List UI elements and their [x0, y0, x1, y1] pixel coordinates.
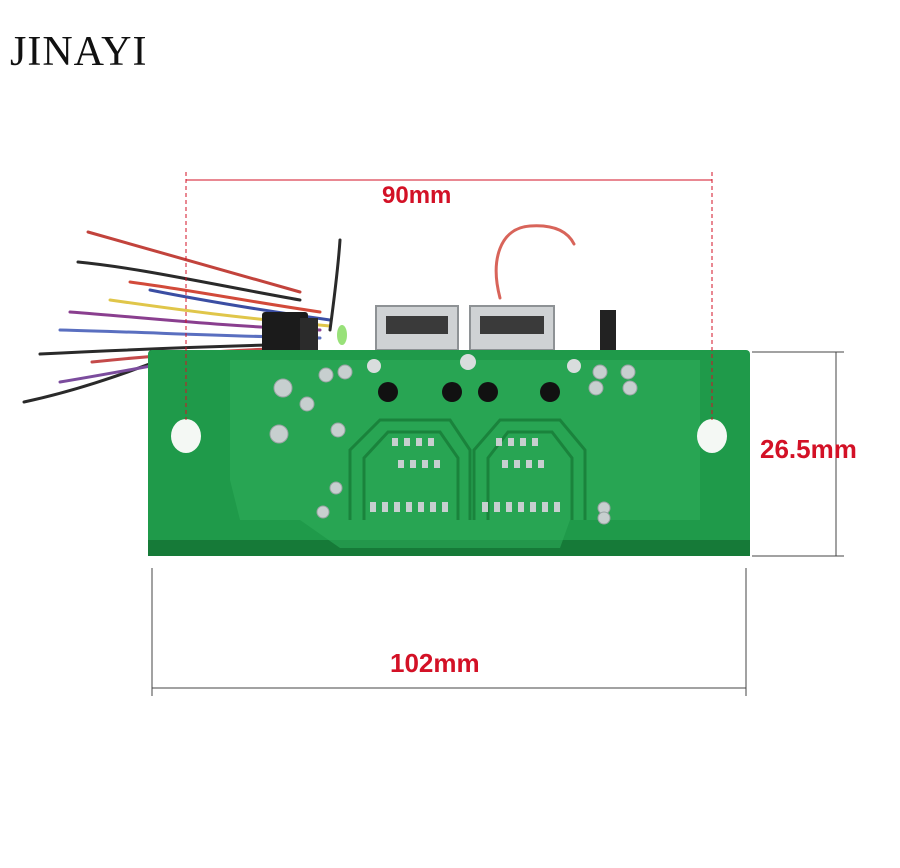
circuit-board: [148, 350, 750, 556]
top-components: [262, 305, 616, 356]
dimension-lines: [185, 172, 713, 420]
mounting-hole-right: [697, 419, 727, 453]
brand-watermark: JINAYI: [10, 29, 148, 75]
mounting-hole-left: [171, 419, 201, 453]
dimension-label-height: 26.5mm: [760, 434, 857, 464]
dimension-lines-black: [151, 351, 844, 696]
dimension-label-bottom-width: 102mm: [390, 648, 480, 678]
dimension-label-top-width: 90mm: [382, 182, 452, 209]
